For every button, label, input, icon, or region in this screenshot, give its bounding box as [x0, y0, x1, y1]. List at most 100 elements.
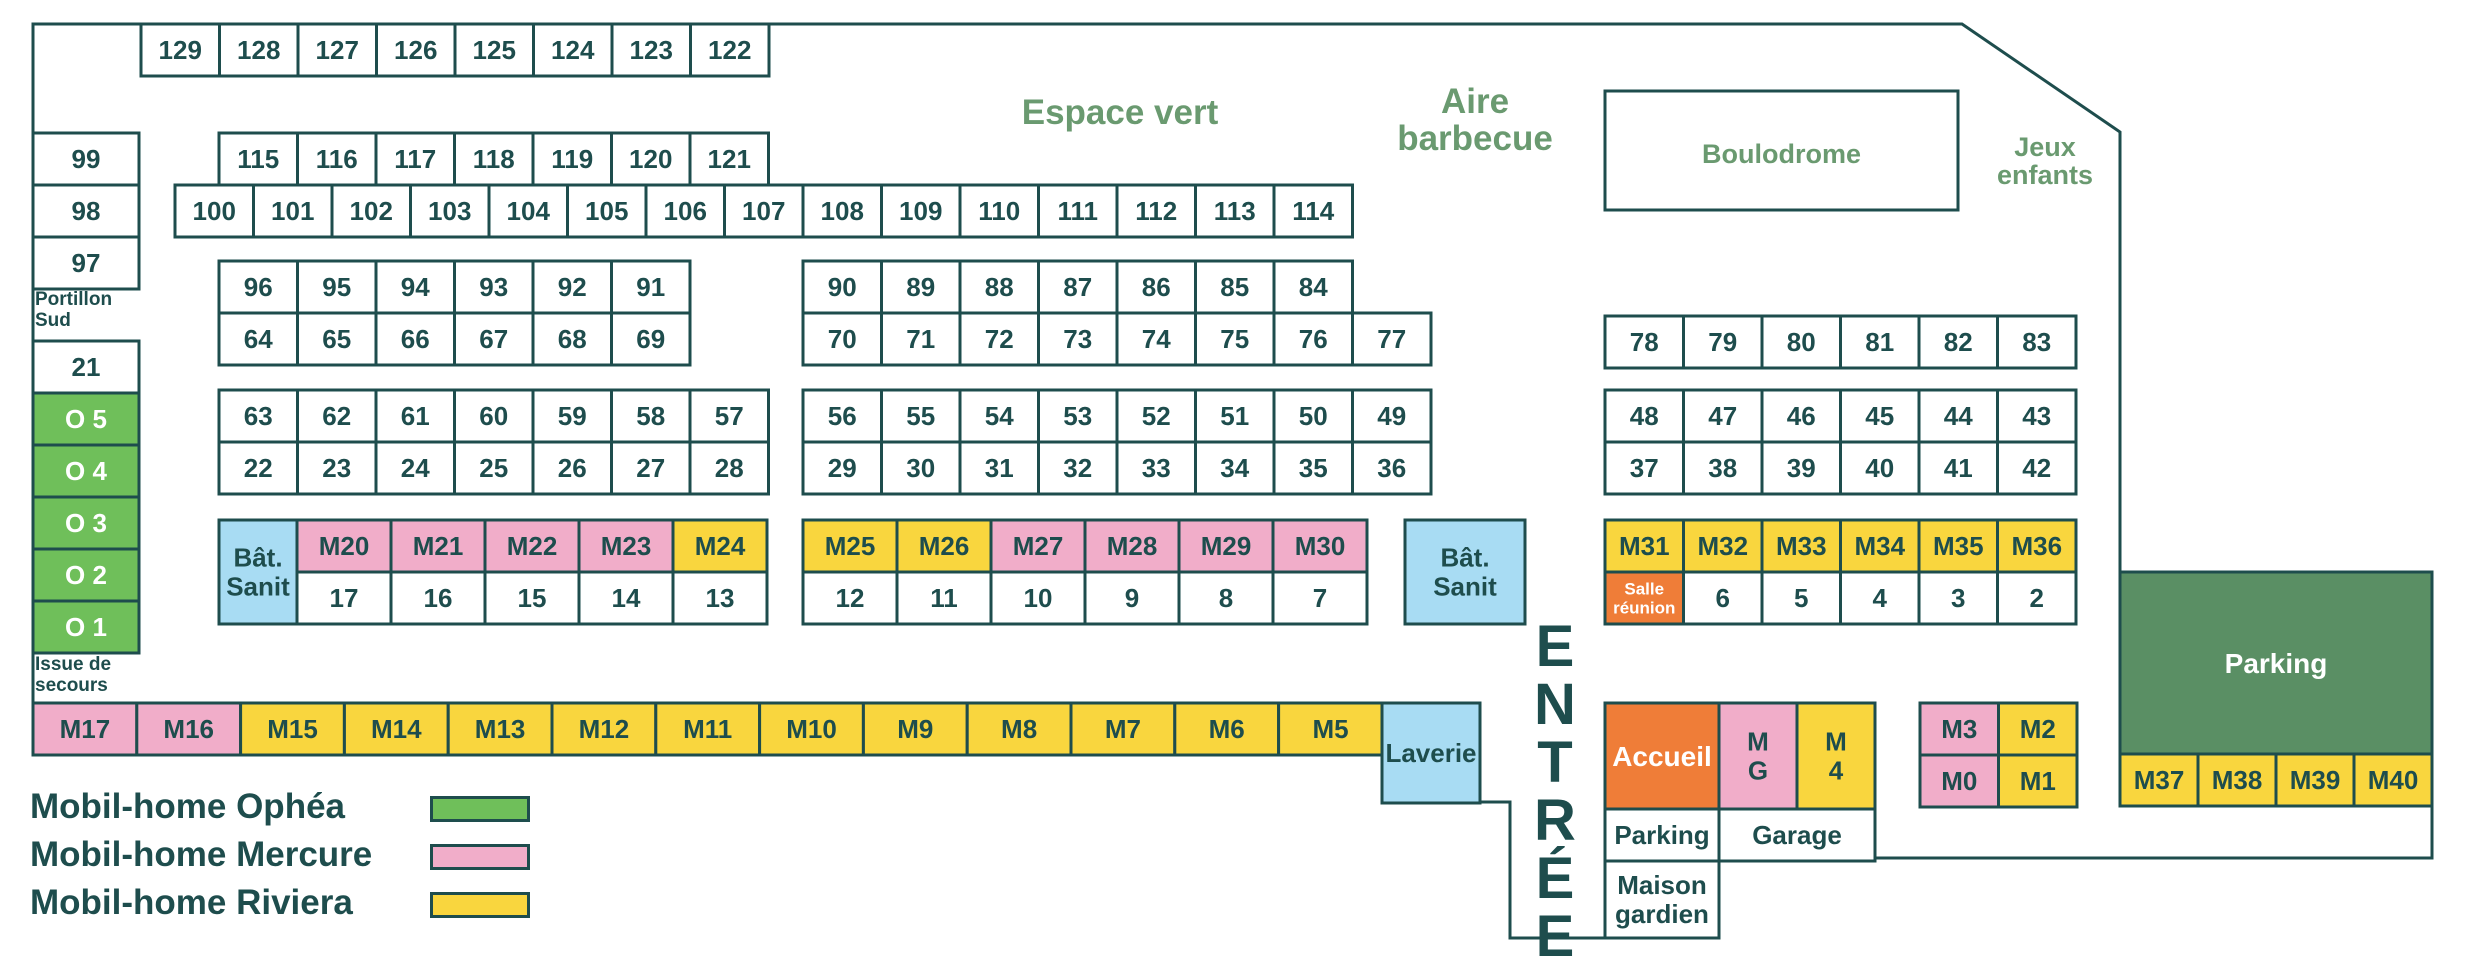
site-cell[interactable]: 52	[1115, 388, 1197, 444]
site-cell[interactable]: 7	[1271, 570, 1369, 626]
site-cell[interactable]: 6	[1682, 570, 1764, 626]
site-cell[interactable]: 126	[375, 22, 457, 78]
laundry[interactable]: Laverie	[1380, 701, 1482, 805]
mobil-home-cell[interactable]: M30	[1271, 518, 1369, 574]
site-cell[interactable]: 31	[958, 440, 1040, 496]
site-cell[interactable]: 77	[1351, 311, 1433, 367]
mobil-home-cell[interactable]: M17	[31, 701, 139, 757]
site-cell[interactable]: 34	[1194, 440, 1276, 496]
site-cell[interactable]: 38	[1682, 440, 1764, 496]
site-cell[interactable]: 86	[1115, 259, 1197, 315]
site-cell[interactable]: 61	[374, 388, 456, 444]
mobil-home-cell[interactable]: M3	[1918, 701, 2000, 757]
site-cell[interactable]: 42	[1996, 440, 2078, 496]
site-cell[interactable]: 98	[31, 183, 141, 239]
site-cell[interactable]: 125	[453, 22, 535, 78]
mobil-home-cell[interactable]: M15	[239, 701, 346, 757]
mobil-home-cell[interactable]: O 2	[31, 547, 141, 603]
mobil-home-cell[interactable]: MG	[1717, 701, 1799, 811]
site-cell[interactable]: 66	[374, 311, 456, 367]
sanitary-building[interactable]: Bât.Sanit	[217, 518, 299, 626]
mobil-home-cell[interactable]: M9	[861, 701, 969, 757]
site-cell[interactable]: 94	[374, 259, 456, 315]
site-cell[interactable]: 103	[409, 183, 491, 239]
site-cell[interactable]: 76	[1272, 311, 1354, 367]
mobil-home-cell[interactable]: M4	[1795, 701, 1877, 811]
site-cell[interactable]: 116	[296, 131, 378, 187]
mobil-home-cell[interactable]: M32	[1682, 518, 1764, 574]
mobil-home-cell[interactable]: M7	[1069, 701, 1177, 757]
site-cell[interactable]: 107	[723, 183, 805, 239]
site-cell[interactable]: 37	[1603, 440, 1685, 496]
site-cell[interactable]: 72	[958, 311, 1040, 367]
site-cell[interactable]: 30	[880, 440, 962, 496]
mobil-home-cell[interactable]: M22	[483, 518, 581, 574]
site-cell[interactable]: 16	[389, 570, 487, 626]
site-cell[interactable]: 110	[958, 183, 1040, 239]
site-cell[interactable]: 113	[1194, 183, 1276, 239]
site-cell[interactable]: 8	[1177, 570, 1275, 626]
site-cell[interactable]: 28	[688, 440, 770, 496]
site-cell[interactable]: 69	[610, 311, 692, 367]
site-cell[interactable]: 83	[1996, 314, 2078, 370]
site-cell[interactable]: 108	[801, 183, 883, 239]
site-cell[interactable]: 127	[296, 22, 378, 78]
mobil-home-cell[interactable]: M25	[801, 518, 899, 574]
site-cell[interactable]: 5	[1760, 570, 1842, 626]
site-cell[interactable]: 87	[1037, 259, 1119, 315]
mobil-home-cell[interactable]: M8	[965, 701, 1073, 757]
mobil-home-cell[interactable]: M1	[1997, 753, 2079, 809]
site-cell[interactable]: 124	[532, 22, 614, 78]
site-cell[interactable]: 45	[1839, 388, 1921, 444]
site-cell[interactable]: 111	[1037, 183, 1119, 239]
mobil-home-cell[interactable]: M14	[342, 701, 450, 757]
mobil-home-cell[interactable]: O 1	[31, 599, 141, 655]
mobil-home-cell[interactable]: M31	[1603, 518, 1685, 574]
mobil-home-cell[interactable]: M5	[1277, 701, 1384, 757]
mobil-home-cell[interactable]: O 4	[31, 443, 141, 499]
site-cell[interactable]: 2	[1996, 570, 2078, 626]
site-cell[interactable]: 91	[610, 259, 692, 315]
mobil-home-cell[interactable]: M40	[2352, 752, 2434, 808]
site-cell[interactable]: 70	[801, 311, 883, 367]
site-cell[interactable]: 96	[217, 259, 299, 315]
site-cell[interactable]: 33	[1115, 440, 1197, 496]
mobil-home-cell[interactable]: M39	[2274, 752, 2356, 808]
site-cell[interactable]: 65	[296, 311, 378, 367]
mobil-home-cell[interactable]: M29	[1177, 518, 1275, 574]
mobil-home-cell[interactable]: M33	[1760, 518, 1842, 574]
site-cell[interactable]: 82	[1917, 314, 1999, 370]
site-cell[interactable]: 13	[671, 570, 769, 626]
site-cell[interactable]: 109	[880, 183, 962, 239]
site-cell[interactable]: 36	[1351, 440, 1433, 496]
site-cell[interactable]: 53	[1037, 388, 1119, 444]
site-cell[interactable]: 68	[531, 311, 613, 367]
site-cell[interactable]: 93	[453, 259, 535, 315]
site-cell[interactable]: 15	[483, 570, 581, 626]
mobil-home-cell[interactable]: M26	[895, 518, 993, 574]
mobil-home-cell[interactable]: M13	[446, 701, 554, 757]
site-cell[interactable]: 100	[173, 183, 255, 239]
site-cell[interactable]: 78	[1603, 314, 1685, 370]
site-cell[interactable]: 101	[252, 183, 334, 239]
site-cell[interactable]: 81	[1839, 314, 1921, 370]
mobil-home-cell[interactable]: M10	[758, 701, 865, 757]
mobil-home-cell[interactable]: M21	[389, 518, 487, 574]
site-cell[interactable]: 35	[1272, 440, 1354, 496]
site-cell[interactable]: 10	[989, 570, 1087, 626]
site-cell[interactable]: 106	[644, 183, 726, 239]
site-cell[interactable]: 54	[958, 388, 1040, 444]
site-cell[interactable]: 14	[577, 570, 675, 626]
site-cell[interactable]: 102	[330, 183, 412, 239]
site-cell[interactable]: 11	[895, 570, 993, 626]
site-cell[interactable]: 118	[453, 131, 535, 187]
mobil-home-cell[interactable]: M24	[671, 518, 769, 574]
site-cell[interactable]: 25	[453, 440, 535, 496]
mobil-home-cell[interactable]: M12	[550, 701, 658, 757]
site-cell[interactable]: 79	[1682, 314, 1764, 370]
site-cell[interactable]: 50	[1272, 388, 1354, 444]
site-cell[interactable]: 115	[217, 131, 299, 187]
mobil-home-cell[interactable]: M16	[135, 701, 243, 757]
garage[interactable]: Garage	[1717, 807, 1877, 863]
